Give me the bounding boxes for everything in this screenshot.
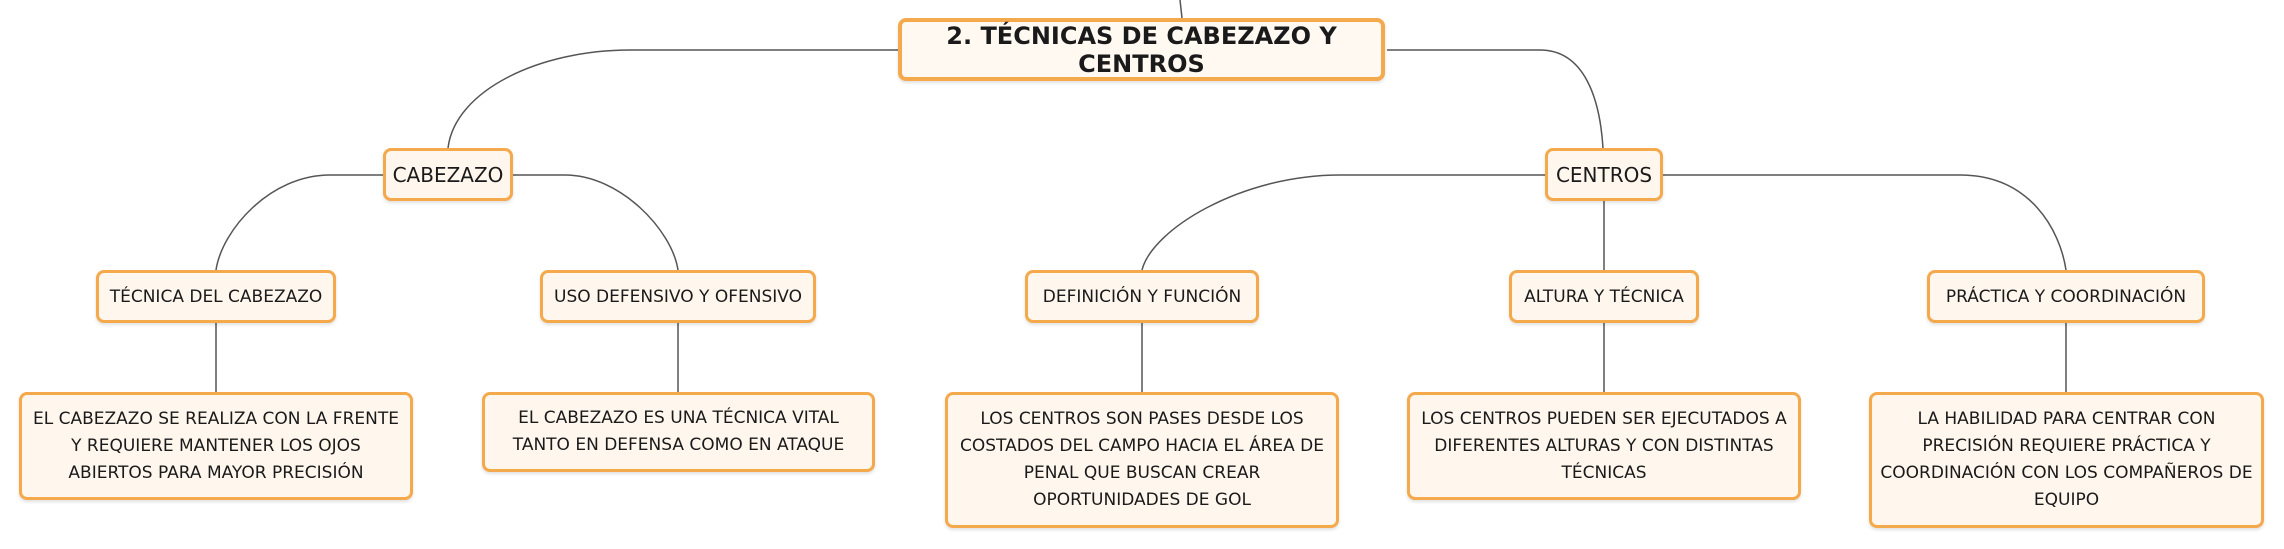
subtopic-uso-defensivo-y-ofensivo[interactable]: USO DEFENSIVO Y OFENSIVO (540, 270, 816, 323)
subtopic-practica-y-coordinacion[interactable]: PRÁCTICA Y COORDINACIÓN (1927, 270, 2205, 323)
topic-cabezazo[interactable]: CABEZAZO (383, 148, 513, 201)
subtopic-altura-y-tecnica[interactable]: ALTURA Y TÉCNICA (1509, 270, 1699, 323)
topic-centros[interactable]: CENTROS (1545, 148, 1663, 201)
connector-centros-practica (1663, 174, 2067, 271)
detail-practica-y-coordinacion[interactable]: LA HABILIDAD PARA CENTRAR CON PRECISIÓN … (1869, 392, 2264, 528)
connector-centros-definicion (1141, 174, 1545, 271)
connector-root-cabezazo (447, 49, 900, 149)
subtopic-tecnica-del-cabezazo[interactable]: TÉCNICA DEL CABEZAZO (96, 270, 336, 323)
connector-root-centros (1387, 49, 1604, 149)
detail-definicion-y-funcion[interactable]: LOS CENTROS SON PASES DESDE LOS COSTADOS… (945, 392, 1339, 528)
connector-cabezazo-uso (513, 174, 679, 271)
connector-top (1179, 0, 1183, 19)
detail-altura-y-tecnica[interactable]: LOS CENTROS PUEDEN SER EJECUTADOS A DIFE… (1407, 392, 1801, 500)
subtopic-definicion-y-funcion[interactable]: DEFINICIÓN Y FUNCIÓN (1025, 270, 1259, 323)
connector-cabezazo-tecnica (215, 174, 383, 271)
root-topic[interactable]: 2. TÉCNICAS DE CABEZAZO Y CENTROS (898, 18, 1385, 81)
detail-uso-defensivo-y-ofensivo[interactable]: EL CABEZAZO ES UNA TÉCNICA VITAL TANTO E… (482, 392, 875, 472)
detail-tecnica-del-cabezazo[interactable]: EL CABEZAZO SE REALIZA CON LA FRENTE Y R… (19, 392, 413, 500)
